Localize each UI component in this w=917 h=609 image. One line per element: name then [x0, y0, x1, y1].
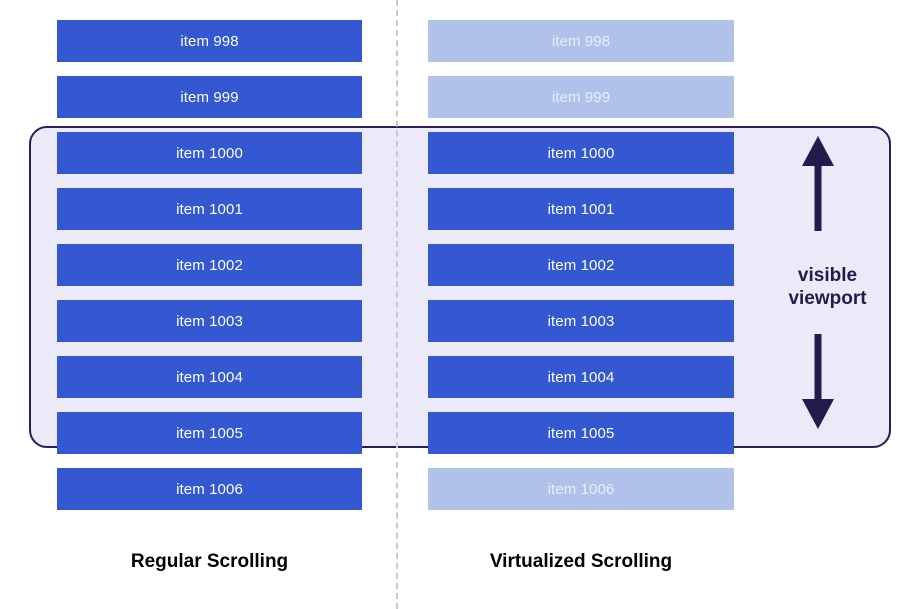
visible-viewport-label: visible viewport — [782, 260, 873, 314]
list-item[interactable]: item 1005 — [428, 412, 734, 454]
list-item-label: item 1005 — [547, 424, 615, 442]
column-divider — [396, 0, 398, 609]
list-item[interactable]: item 1002 — [428, 244, 734, 286]
list-item-label: item 1004 — [547, 368, 615, 386]
list-item-label: item 1001 — [547, 200, 615, 218]
list-item-label: item 1001 — [176, 200, 243, 218]
caption-virtualized-scrolling: Virtualized Scrolling — [489, 551, 673, 572]
list-item[interactable]: item 1001 — [57, 188, 362, 230]
list-item[interactable]: item 999 — [57, 76, 362, 118]
list-item-label: item 1004 — [176, 368, 243, 386]
list-item-label: item 1002 — [547, 256, 615, 274]
list-item-label: item 1000 — [176, 144, 243, 162]
list-item[interactable]: item 1003 — [428, 300, 734, 342]
list-item-label: item 998 — [180, 32, 239, 50]
list-item-label: item 1003 — [176, 312, 243, 330]
list-item[interactable]: item 1002 — [57, 244, 362, 286]
list-item-label: item 1006 — [547, 480, 615, 498]
list-item-label: item 1002 — [176, 256, 243, 274]
list-item[interactable]: item 1000 — [57, 132, 362, 174]
caption-regular-scrolling: Regular Scrolling — [130, 551, 289, 572]
list-item-label: item 999 — [551, 88, 611, 106]
list-item[interactable]: item 1001 — [428, 188, 734, 230]
list-item-label: item 1000 — [547, 144, 615, 162]
list-item[interactable]: item 1000 — [428, 132, 734, 174]
list-item[interactable]: item 998 — [428, 20, 734, 62]
list-item[interactable]: item 1003 — [57, 300, 362, 342]
list-item[interactable]: item 1004 — [428, 356, 734, 398]
list-item[interactable]: item 998 — [57, 20, 362, 62]
list-item-label: item 1005 — [176, 424, 243, 442]
list-item[interactable]: item 1004 — [57, 356, 362, 398]
visible-viewport-annotation: visible viewport — [760, 126, 895, 448]
list-item-label: item 998 — [551, 32, 611, 50]
list-item[interactable]: item 1006 — [428, 468, 734, 510]
list-item-label: item 999 — [180, 88, 239, 106]
list-item-label: item 1003 — [547, 312, 615, 330]
list-item-label: item 1006 — [176, 480, 243, 498]
list-item[interactable]: item 999 — [428, 76, 734, 118]
list-item[interactable]: item 1006 — [57, 468, 362, 510]
list-item[interactable]: item 1005 — [57, 412, 362, 454]
